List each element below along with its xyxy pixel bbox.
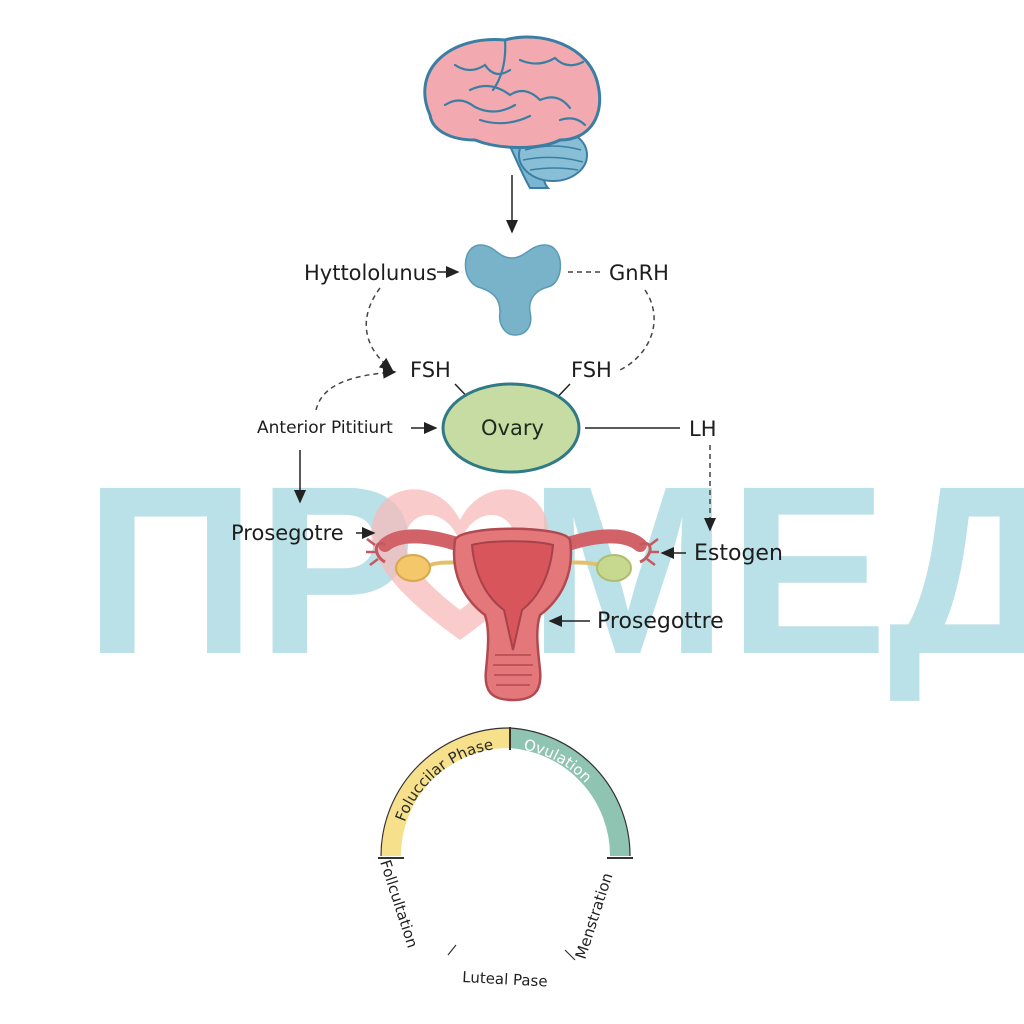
uterus-icon (366, 527, 659, 702)
ovulation-band (509, 728, 631, 857)
label-estrogen: Estogen (694, 541, 783, 566)
label-gnrh: GnRH (609, 261, 669, 285)
follicular-band (381, 727, 511, 857)
ovary-shape (441, 382, 581, 474)
label-luteal-phase: Luteal Pase (462, 968, 548, 990)
label-progesterone-left: Prosegotre (231, 521, 344, 545)
label-menstruation: Menstration (572, 871, 617, 962)
label-ovary: Ovary (481, 416, 544, 440)
label-hypothalamus: Hyttololunus (304, 261, 437, 285)
label-lh: LH (689, 417, 717, 441)
brain-icon (423, 35, 602, 189)
pituitary-icon (464, 244, 562, 336)
cycle-diagram: Foluccilar Phase Ovulation Follcultation… (376, 727, 633, 990)
label-fsh-right: FSH (571, 358, 612, 382)
watermark-text-left: ПР (84, 436, 417, 704)
label-progesterone-bottom: Prosegottre (597, 609, 724, 634)
label-folliculation: Follcultation (376, 858, 421, 950)
label-fsh-left: FSH (410, 358, 451, 382)
label-anterior-pituitary: Anterior Pititiurt (257, 418, 393, 438)
